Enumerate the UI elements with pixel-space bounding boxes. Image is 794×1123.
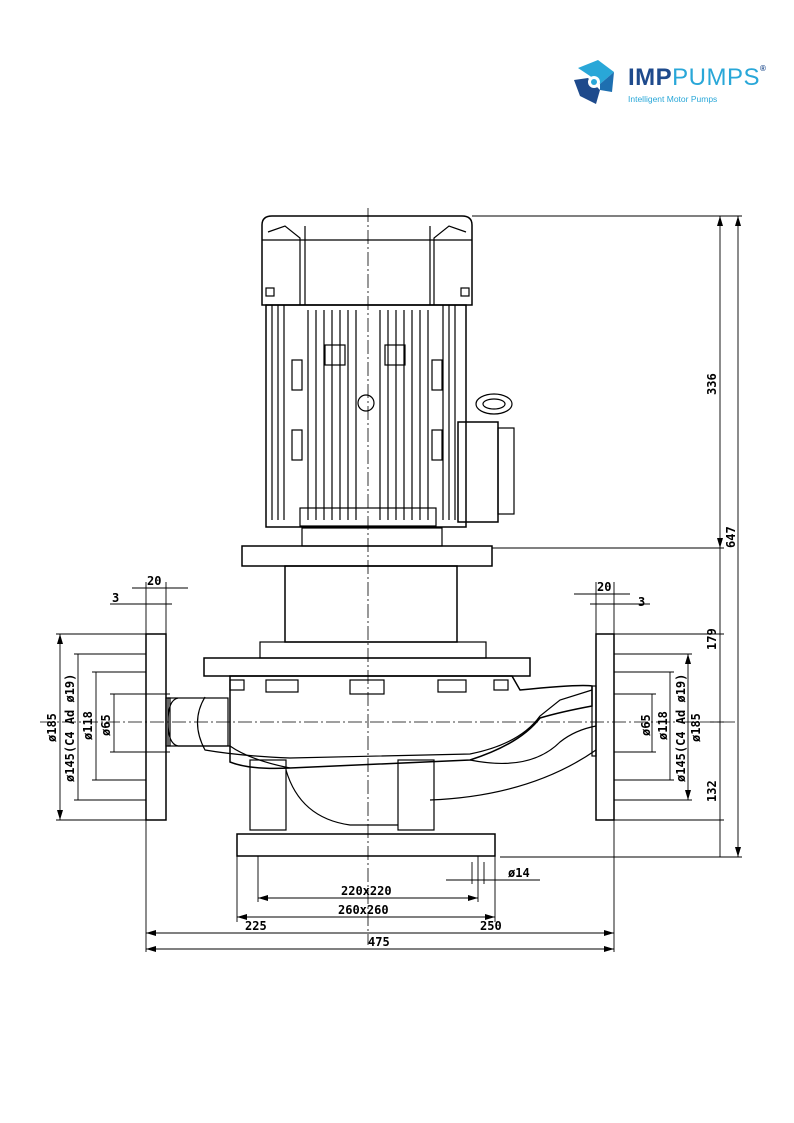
dim-raised-face-right: ø118 (656, 711, 670, 740)
brand-tagline: Intelligent Motor Pumps (628, 94, 718, 104)
brand-name: IMPPUMPS® (628, 64, 766, 92)
dim-flange-thk-left: 20 (147, 574, 161, 588)
brand-name-light: PUMPS (672, 64, 761, 91)
dim-total-length: 475 (368, 935, 390, 949)
dim-bore-right: ø65 (639, 714, 653, 736)
brand-name-bold: IMP (628, 64, 673, 91)
dim-total-height: 647 (724, 526, 738, 548)
brand-logo: IMPPUMPS® Intelligent Motor Pumps (570, 58, 766, 110)
dim-left-to-axis: 225 (245, 919, 267, 933)
dim-axis-to-floor: 132 (705, 780, 719, 802)
dim-bolt-pcd-right: ø145(C4 Ad ø19) (674, 674, 688, 782)
dim-flange-thk-right: 20 (597, 580, 611, 594)
dim-base-size: 260x260 (338, 903, 389, 917)
dim-flange-d-left: ø185 (45, 713, 59, 742)
dim-base-bolt-span: 220x220 (341, 884, 392, 898)
dim-flange-d-right: ø185 (689, 713, 703, 742)
dim-bore-left: ø65 (99, 714, 113, 736)
dim-base-hole: ø14 (508, 866, 530, 880)
dim-raised-face-left: ø118 (81, 711, 95, 740)
dim-gasket-left: 3 (112, 591, 119, 605)
registered-mark: ® (760, 64, 767, 73)
dim-bolt-pcd-left: ø145(C4 Ad ø19) (63, 674, 77, 782)
pump-logo-icon (574, 60, 614, 104)
dim-gasket-right: 3 (638, 595, 645, 609)
dim-axis-to-right: 250 (480, 919, 502, 933)
dim-flange-to-base: 179 (705, 628, 719, 650)
dim-motor-height: 336 (705, 373, 719, 395)
